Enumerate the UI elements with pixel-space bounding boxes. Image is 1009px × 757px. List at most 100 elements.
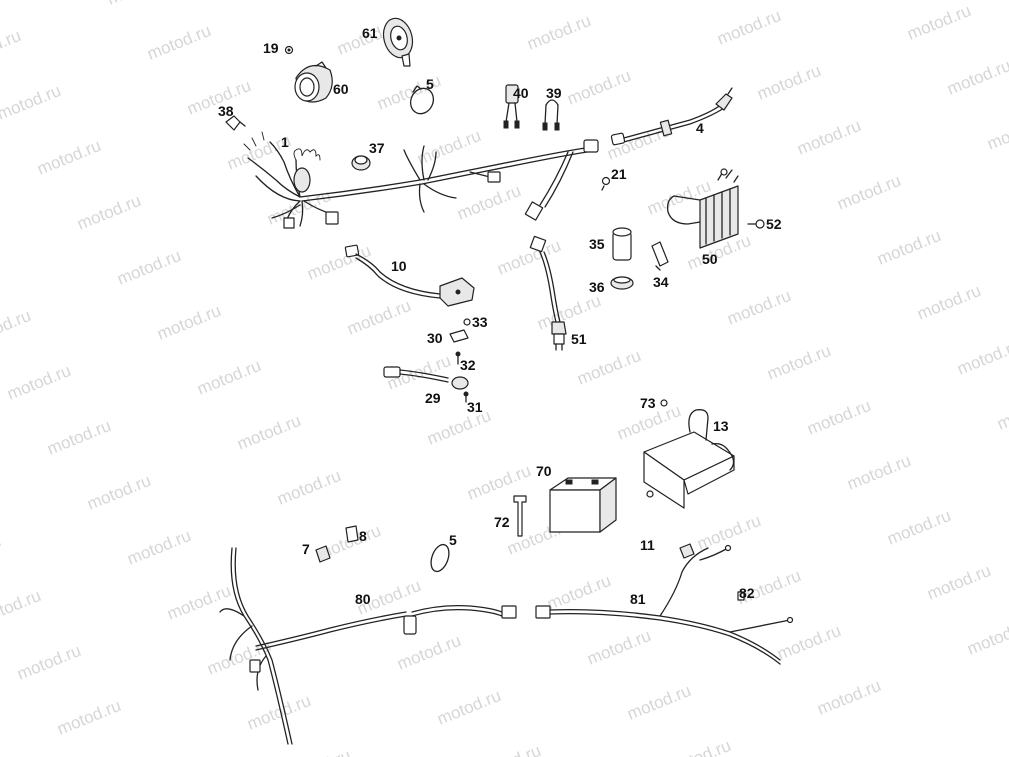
watermark-text: motod.ru (884, 506, 953, 549)
watermark-text: motod.ru (724, 286, 793, 329)
watermark-text: motod.ru (114, 246, 183, 289)
part-label-80: 80 (355, 591, 371, 607)
part-label-11: 11 (640, 537, 655, 553)
fuse-part (542, 99, 560, 131)
watermark-text: motod.ru (494, 236, 563, 279)
part-label-51: 51 (571, 331, 587, 347)
rear-harness-part (535, 544, 794, 665)
cable-tie-part (409, 85, 435, 115)
watermark-text: motod.ru (964, 616, 1009, 659)
watermark-text: motod.ru (844, 451, 913, 494)
watermark-text: motod.ru (394, 631, 463, 674)
part-label-34: 34 (653, 274, 669, 290)
cable-tie-part (430, 543, 450, 573)
nut-part (284, 45, 294, 55)
watermark-text: motod.ru (94, 751, 163, 757)
watermark-text: motod.ru (4, 361, 73, 404)
part-label-8: 8 (359, 528, 367, 544)
watermark-text: motod.ru (564, 66, 633, 109)
relay-part (612, 227, 632, 261)
clips-group (315, 525, 359, 563)
part-label-35: 35 (589, 236, 605, 252)
part-label-37: 37 (369, 140, 385, 156)
watermark-text: motod.ru (914, 281, 983, 324)
watermark-text: motod.ru (714, 6, 783, 49)
watermark-text: motod.ru (454, 181, 523, 224)
part-label-30: 30 (427, 330, 443, 346)
horn-part (382, 17, 414, 67)
watermark-text: motod.ru (164, 581, 233, 624)
part-label-70: 70 (536, 463, 552, 479)
relay-holder-part (610, 276, 634, 290)
watermark-text: motod.ru (74, 191, 143, 234)
part-label-81: 81 (630, 591, 646, 607)
screw-part (601, 176, 611, 191)
part-label-61: 61 (362, 25, 378, 41)
watermark-text: motod.ru (34, 136, 103, 179)
watermark-text: motod.ru (924, 561, 993, 604)
watermark-text: motod.ru (664, 736, 733, 757)
sensor-cable-part (610, 87, 733, 146)
watermark-text: motod.ru (84, 471, 153, 514)
part-label-13: 13 (713, 418, 729, 434)
part-labels-layer: 61 19 60 5 40 39 4 38 1 37 21 52 50 35 3… (218, 25, 782, 607)
connector-cable-part (383, 366, 469, 403)
watermark-text: motod.ru (764, 341, 833, 384)
watermark-text: motod.ru (154, 301, 223, 344)
watermark-text: motod.ru (984, 111, 1009, 154)
watermark-text: motod.ru (874, 226, 943, 269)
watermark-text: motod.ru (534, 291, 603, 334)
watermark-text: motod.ru (124, 526, 193, 569)
watermark-text: motod.ru (954, 336, 1009, 379)
bolt-part (747, 219, 765, 229)
part-label-50: 50 (702, 251, 718, 267)
front-harness-part (219, 547, 517, 745)
watermark-text: motod.ru (544, 571, 613, 614)
part-label-5-upper: 5 (426, 76, 434, 92)
part-label-72: 72 (494, 514, 510, 530)
watermark-text: motod.ru (584, 626, 653, 669)
bracket-part (651, 241, 669, 271)
watermark-text: motod.ru (774, 621, 843, 664)
watermark-text: motod.ru (474, 741, 543, 757)
sender-part (529, 235, 567, 351)
watermark-text: motod.ru (344, 296, 413, 339)
part-label-4: 4 (696, 120, 704, 136)
battery-bracket-part (643, 399, 735, 509)
part-label-7: 7 (302, 541, 310, 557)
watermark-text: motod.ru (944, 56, 1009, 99)
part-label-19: 19 (263, 40, 279, 56)
holder-parts-group (679, 543, 745, 601)
part-label-38: 38 (218, 103, 234, 119)
part-label-31: 31 (467, 399, 483, 415)
watermark-text: motod.ru (0, 586, 44, 629)
part-label-33: 33 (472, 314, 488, 330)
part-label-36: 36 (589, 279, 605, 295)
watermark-text: motod.ru (624, 681, 693, 724)
battery-strap-part (513, 495, 527, 537)
watermark-text: motod.ru (104, 0, 173, 9)
watermark-text: motod.ru (574, 346, 643, 389)
watermark-text: motod.ru (994, 391, 1009, 434)
part-label-1: 1 (281, 134, 289, 150)
watermark-text: motod.ru (294, 0, 363, 4)
watermark-text: motod.ru (234, 411, 303, 454)
part-label-10: 10 (391, 258, 407, 274)
watermark-text: motod.ru (424, 406, 493, 449)
part-label-73: 73 (640, 395, 656, 411)
watermark-text: motod.ru (434, 686, 503, 729)
watermark-text: motod.ru (284, 746, 353, 757)
fuse-holder-part (503, 84, 520, 129)
part-label-29: 29 (425, 390, 441, 406)
grommet-part (351, 155, 371, 171)
part-label-21: 21 (611, 166, 627, 182)
watermark-text: motod.ru (14, 641, 83, 684)
watermark-text: motod.ru (194, 356, 263, 399)
part-label-82: 82 (739, 585, 755, 601)
watermark-text: motod.ru (814, 676, 883, 719)
watermark-text: motod.ru (144, 21, 213, 64)
watermark-text: motod.ru (804, 396, 873, 439)
watermark-text: motod.ru (274, 466, 343, 509)
watermark-text: motod.ru (0, 26, 24, 69)
